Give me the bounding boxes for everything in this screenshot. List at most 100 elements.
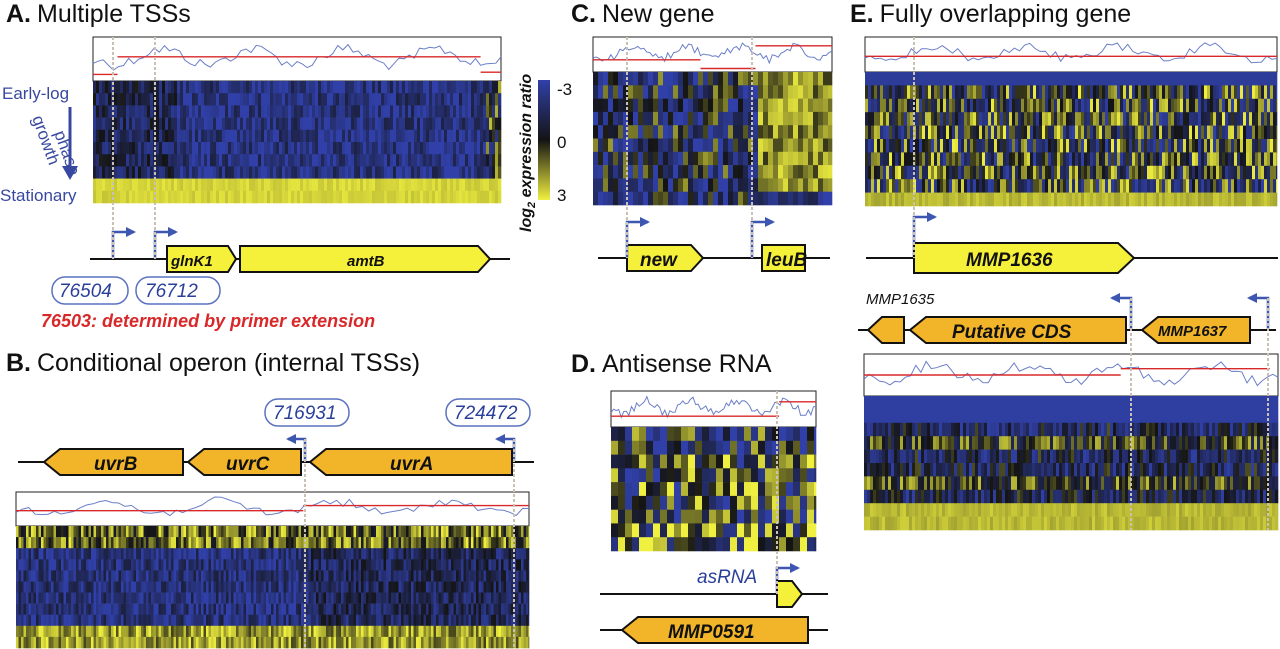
heat-cell (883, 85, 887, 100)
heat-cell (264, 178, 268, 192)
heat-cell (763, 191, 769, 206)
heat-cell (667, 509, 675, 524)
heat-cell (937, 98, 941, 113)
heat-cell (225, 93, 229, 106)
heat-cell (358, 614, 362, 627)
heat-cell (333, 154, 337, 167)
heat-cell (447, 129, 451, 143)
heat-cell (261, 625, 264, 638)
heat-cell (219, 105, 223, 118)
heat-cell (618, 138, 624, 153)
heat-cell (471, 625, 474, 638)
heat-cell (223, 614, 227, 627)
heat-cell (243, 81, 247, 94)
heat-cell (492, 81, 496, 94)
heat-cell (348, 625, 352, 638)
heat-cell (788, 111, 794, 126)
heat-cell (58, 614, 62, 627)
heat-cell (357, 129, 361, 143)
heat-cell (178, 526, 182, 538)
heat-cell (356, 581, 359, 593)
heat-cell (723, 468, 731, 483)
heat-cell (238, 537, 242, 549)
heat-cell (783, 151, 789, 166)
panel-a-track (92, 36, 502, 82)
heat-cell (46, 581, 49, 593)
heat-cell (758, 509, 766, 524)
heat-cell (252, 81, 256, 94)
heat-cell (523, 614, 527, 627)
heat-cell (931, 98, 935, 113)
heat-cell (218, 548, 222, 560)
heat-cell (123, 603, 127, 615)
heat-cell (331, 603, 334, 615)
heat-cell (468, 625, 472, 638)
heat-cell (16, 526, 19, 538)
heat-cell (91, 636, 94, 649)
heat-cell (435, 105, 439, 118)
heat-cell (106, 625, 109, 638)
heat-cell (105, 117, 109, 131)
heat-cell (96, 129, 100, 143)
heat-cell (213, 614, 217, 627)
heat-cell (174, 105, 178, 118)
heat-cell (474, 129, 478, 143)
heat-cell (28, 559, 32, 571)
heat-cell (919, 85, 923, 100)
heat-cell (266, 526, 269, 538)
heat-cell (518, 625, 522, 638)
heat-cell (889, 85, 893, 100)
heat-cell (73, 559, 77, 571)
heat-cell (396, 129, 400, 143)
heat-cell (135, 93, 139, 106)
heat-cell (346, 614, 349, 627)
heat-cell (398, 526, 402, 538)
heat-cell (36, 636, 39, 649)
heat-cell (118, 548, 122, 560)
heat-cell (201, 636, 204, 649)
heat-cell (36, 537, 39, 549)
heat-cell (225, 142, 229, 155)
heat-cell (336, 154, 340, 167)
heat-cell (491, 603, 494, 615)
heat-cell (264, 81, 268, 94)
heat-cell (744, 509, 752, 524)
heat-cell (1243, 98, 1247, 113)
heat-cell (772, 468, 780, 483)
heat-cell (46, 592, 49, 604)
heat-cell (180, 117, 184, 131)
heat-cell (313, 614, 317, 627)
heat-cell (450, 190, 454, 204)
heat-cell (476, 625, 479, 638)
heat-cell (668, 125, 674, 139)
heat-cell (473, 581, 477, 593)
heat-cell (937, 72, 941, 86)
heat-cell (93, 166, 97, 179)
heat-cell (128, 581, 132, 593)
heat-cell (488, 614, 492, 627)
heat-cell (132, 105, 136, 118)
heat-cell (150, 105, 154, 118)
heat-cell (93, 81, 97, 94)
heat-cell (728, 178, 734, 192)
heat-cell (828, 151, 833, 166)
heat-cell (386, 537, 389, 549)
heat-cell (813, 98, 819, 113)
heat-cell (702, 454, 710, 469)
heat-cell (693, 151, 699, 166)
heat-cell (946, 72, 950, 86)
heat-cell (521, 614, 524, 627)
heat-cell (511, 614, 514, 627)
heat-cell (128, 625, 132, 638)
heat-cell (33, 603, 37, 615)
heat-cell (426, 166, 430, 179)
heat-cell (708, 138, 714, 153)
heat-cell (880, 112, 884, 126)
heat-cell (223, 570, 227, 582)
heat-cell (159, 129, 163, 143)
heat-cell (204, 154, 208, 167)
heat-cell (418, 570, 422, 582)
heat-cell (331, 548, 334, 560)
heat-cell (459, 93, 463, 106)
heat-cell (266, 581, 269, 593)
